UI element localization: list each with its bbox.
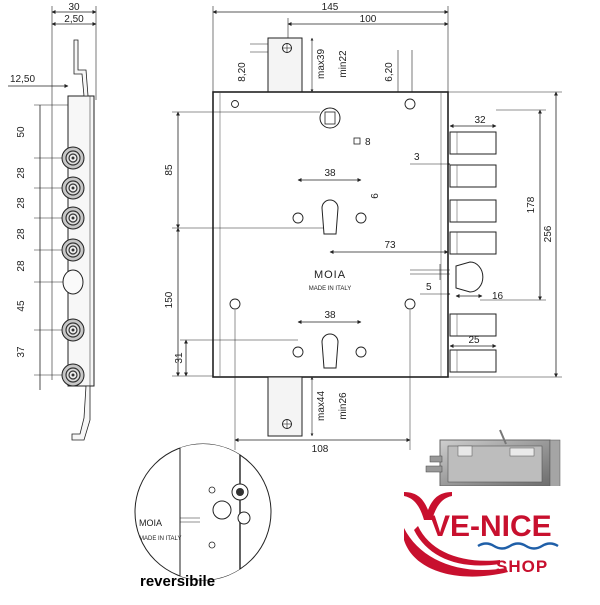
deadbolt — [449, 164, 497, 188]
dim-spindle: 8 — [365, 137, 371, 148]
dim-side-v1: 50 — [16, 126, 27, 138]
case-screws — [229, 98, 416, 358]
side-bottom-tab — [71, 385, 91, 441]
dim-left-31: 31 — [174, 352, 185, 364]
logo-emblem — [404, 492, 452, 520]
bolt-head — [61, 238, 85, 262]
side-top-tab — [73, 39, 89, 97]
bolt-head — [61, 318, 85, 342]
right-bolts: 32 3 178 256 5 16 25 — [410, 91, 562, 378]
inset-latch-icon — [212, 500, 232, 520]
dim-side-thickness: 2,50 — [64, 14, 84, 25]
dim-bolt-span: 178 — [526, 196, 537, 213]
inset-brand: MOIA — [139, 518, 162, 528]
dim-bottom-bolt: 25 — [468, 335, 480, 346]
bottom-cylinder-hole — [321, 333, 339, 369]
product-photo — [425, 429, 561, 521]
dim-cylinder-bottom-width: 38 — [324, 310, 336, 321]
screw-icon — [292, 212, 304, 224]
dim-keeper-offset: 100 — [360, 14, 377, 25]
dim-latch-offset: 5 — [426, 282, 432, 293]
side-bolt-heads — [61, 146, 85, 387]
screw-icon — [355, 212, 367, 224]
deadbolt — [449, 131, 497, 155]
screw-icon — [231, 100, 239, 108]
dim-side-width: 30 — [68, 2, 80, 13]
dim-cylinder-top-width: 38 — [324, 168, 336, 179]
screw-icon — [229, 298, 241, 310]
dim-side-v5: 28 — [16, 260, 27, 272]
dim-side-offset: 12,50 — [10, 74, 35, 85]
top-cylinder-hole — [321, 199, 339, 235]
dim-bolt-gap: 3 — [414, 152, 420, 163]
spindle-square-icon — [353, 137, 361, 145]
dim-left-85: 85 — [164, 164, 175, 176]
case-brand: MOIA — [314, 269, 346, 281]
logo-line2: SHOP — [496, 557, 548, 576]
case-made-in: MADE IN ITALY — [309, 286, 351, 292]
dim-side-v7: 37 — [16, 346, 27, 358]
logo-line1: VE-NICE — [430, 510, 552, 543]
bolt-head — [61, 206, 85, 230]
reversible-inset: MOIA MADE IN ITALY reversibile — [134, 443, 272, 590]
dim-top-keeper-max: max39 — [316, 49, 327, 79]
screw-icon — [292, 346, 304, 358]
dim-side-v4: 28 — [16, 228, 27, 240]
screw-icon — [404, 298, 416, 310]
bottom-keeper — [267, 376, 303, 437]
caption-reversibile: reversibile — [140, 573, 215, 590]
deadbolt — [449, 349, 497, 373]
deadbolt — [449, 313, 497, 337]
dim-side-v2: 28 — [16, 167, 27, 179]
bolt-head — [61, 146, 85, 170]
dim-keeper-hole: 8,20 — [237, 62, 248, 82]
dim-side-v6: 45 — [16, 300, 27, 312]
dim-bottom-keeper-min: min26 — [338, 392, 349, 420]
venice-shop-logo: VE-NICE SHOP — [402, 486, 592, 578]
dim-screw-diameter: 6,20 — [384, 62, 395, 82]
dim-overall-width: 145 — [322, 2, 339, 13]
front-view: 145 100 8,20 max39 min22 6,20 — [164, 2, 449, 455]
dim-latch-width: 16 — [492, 291, 504, 302]
deadbolt — [449, 231, 497, 255]
dim-bottom-keeper-max: max44 — [316, 391, 327, 421]
bolt-head — [61, 176, 85, 200]
dim-side-v3: 28 — [16, 197, 27, 209]
latch-bolt — [455, 261, 484, 293]
dim-cylinder-top-hole: 6 — [370, 193, 381, 199]
bolt-head — [61, 363, 85, 387]
screw-icon — [404, 98, 416, 110]
dim-total-height: 256 — [543, 225, 554, 242]
logo-wave-icon — [477, 542, 559, 550]
latch-head — [62, 269, 84, 295]
screw-icon — [355, 346, 367, 358]
dim-backset: 73 — [384, 240, 396, 251]
deadbolt — [449, 199, 497, 223]
side-view: 30 2,50 12,50 50 28 28 28 28 45 37 — [8, 2, 97, 441]
dim-bottom-108: 108 — [312, 444, 329, 455]
inset-plate-text: MADE IN ITALY — [139, 536, 181, 542]
dim-bolt-width: 32 — [474, 115, 486, 126]
dim-left-150: 150 — [164, 291, 175, 308]
dim-top-keeper-min: min22 — [338, 50, 349, 78]
